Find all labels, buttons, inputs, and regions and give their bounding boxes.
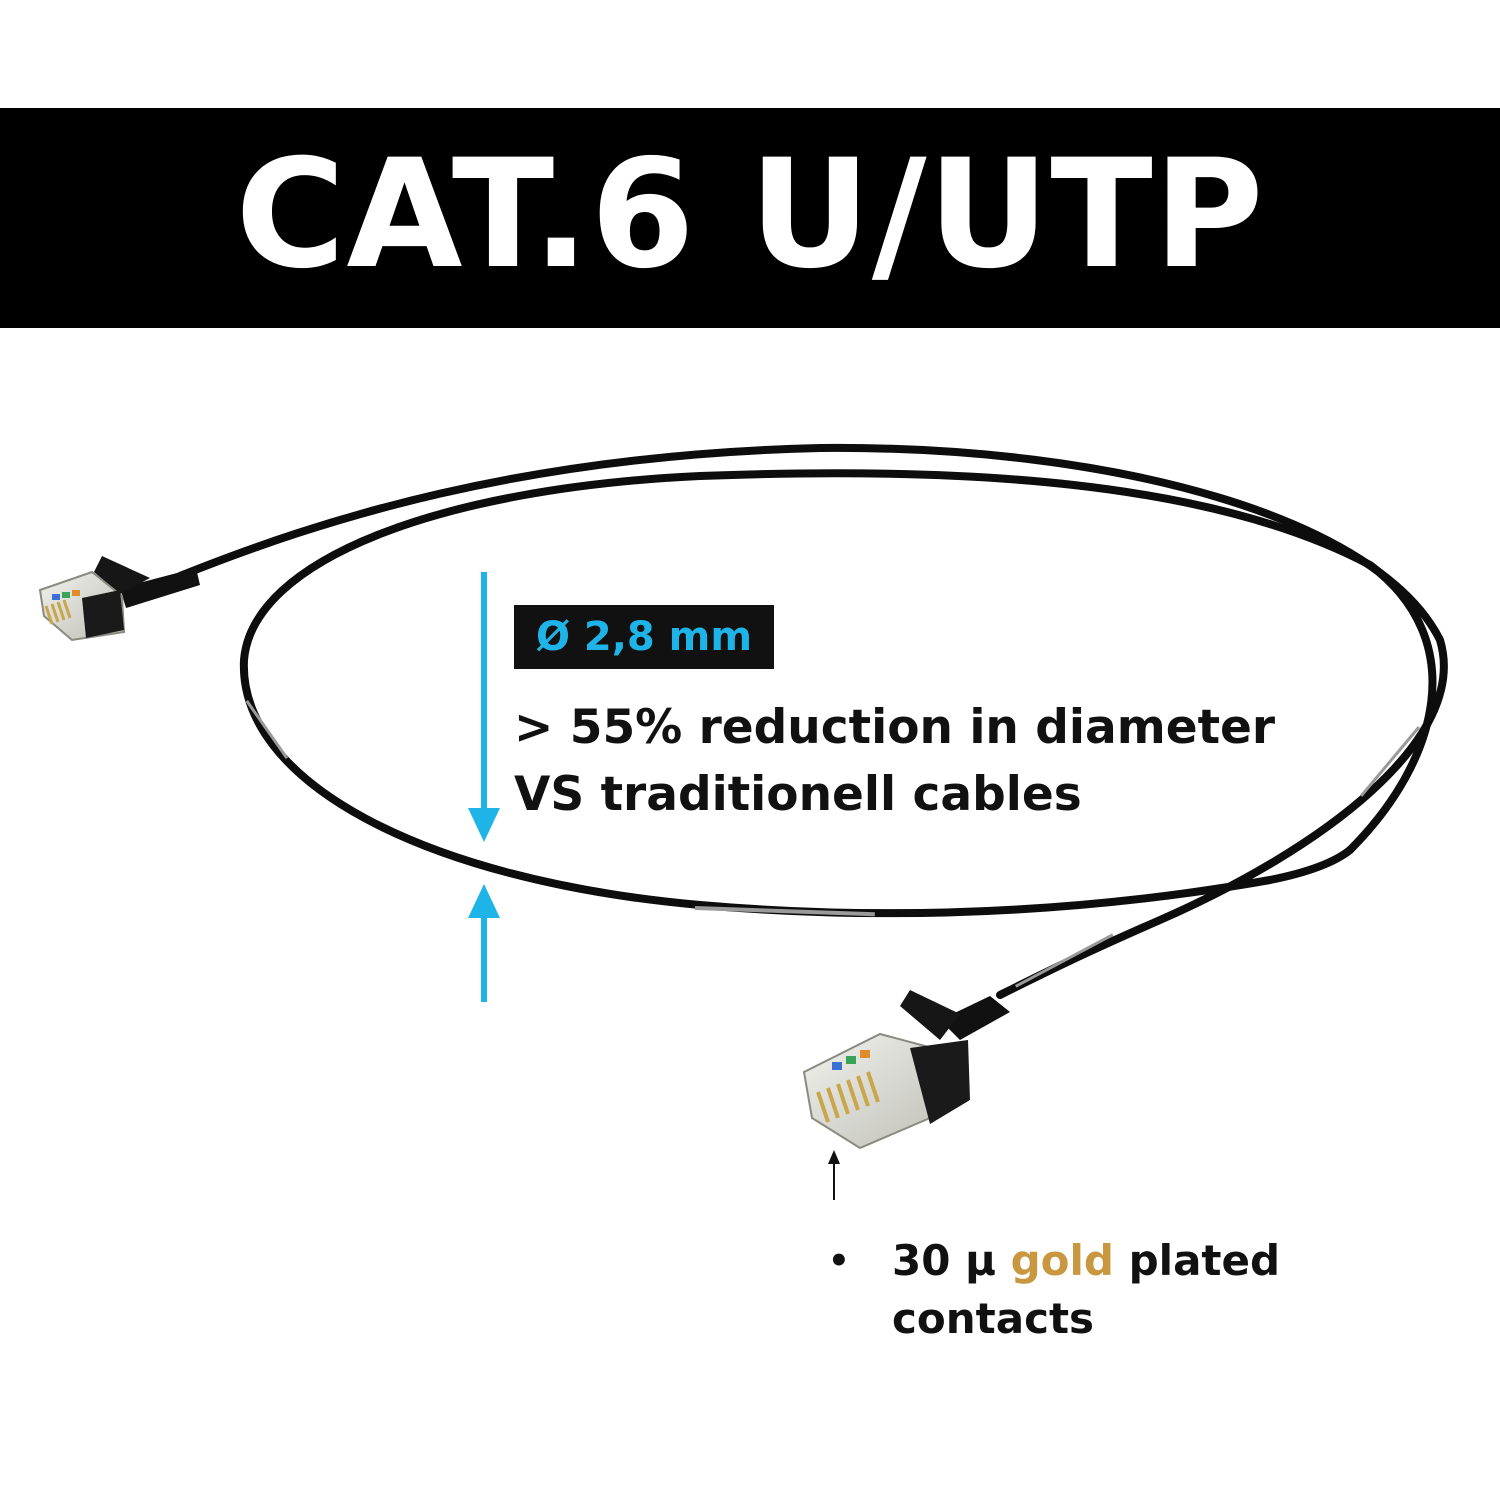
diameter-claim: > 55% reduction in diameter VS tradition…	[514, 694, 1474, 828]
arrow-down-head	[468, 808, 500, 842]
arrow-up-head	[468, 884, 500, 918]
page-title: CAT.6 U/UTP	[235, 128, 1265, 302]
right-rj45-plug	[802, 990, 1010, 1150]
diameter-badge: Ø 2,8 mm	[514, 605, 774, 669]
feature-highlight: gold	[1010, 1236, 1114, 1285]
feature-line-2: contacts	[892, 1294, 1095, 1343]
cable-print-marks	[245, 700, 1421, 988]
left-rj45-plug	[38, 556, 200, 642]
diameter-label: Ø 2,8 mm	[535, 614, 753, 660]
claim-line-1: > 55% reduction in diameter	[514, 700, 1276, 755]
feature-suffix: plated	[1114, 1236, 1281, 1285]
up-arrow-icon	[828, 1150, 840, 1200]
claim-line-2: VS traditionell cables	[514, 767, 1082, 822]
double-arrow-icon	[468, 572, 500, 1002]
feature-prefix: 30 µ	[892, 1236, 1011, 1285]
feature-line-1: 30 µ gold plated	[892, 1232, 1280, 1290]
title-banner: CAT.6 U/UTP	[0, 108, 1500, 328]
bullet-icon: •	[828, 1241, 850, 1281]
